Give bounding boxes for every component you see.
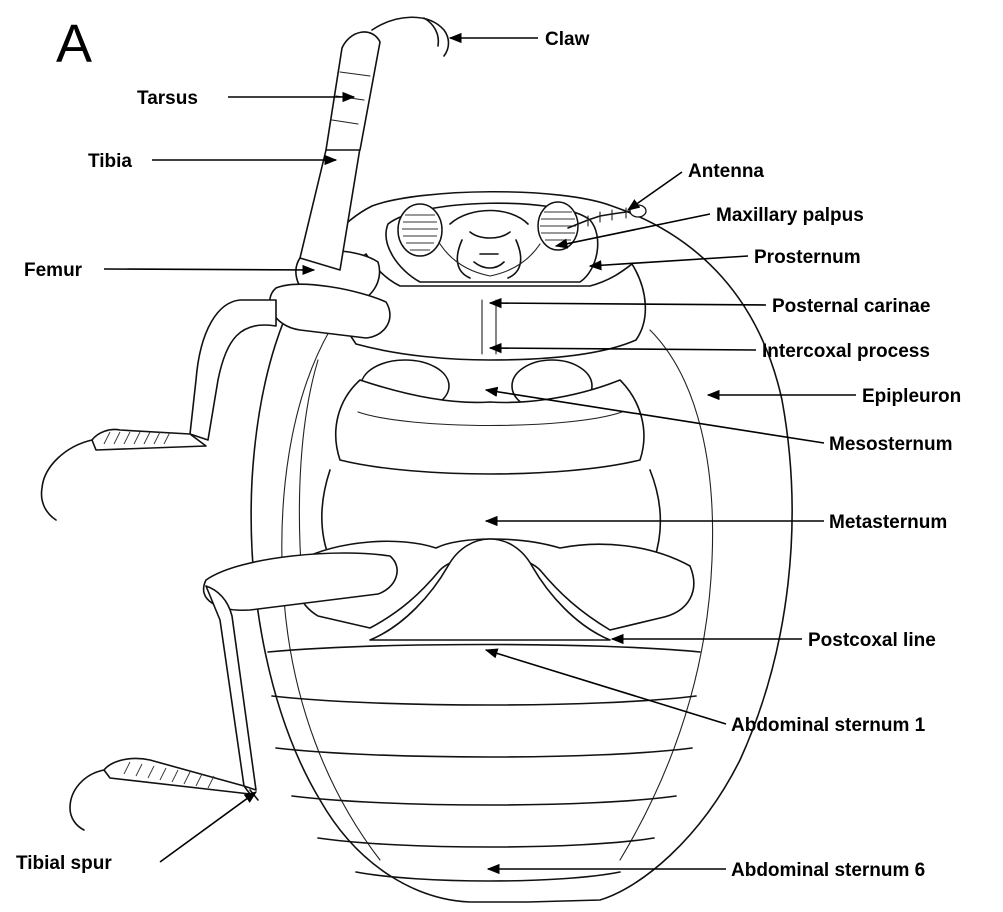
- label-antenna: Antenna: [688, 161, 764, 182]
- label-claw: Claw: [545, 29, 590, 50]
- label-tibia: Tibia: [88, 151, 132, 172]
- beetle-illustration: [42, 17, 793, 902]
- label-tarsus: Tarsus: [137, 88, 198, 109]
- label-abdominal-sternum-1: Abdominal sternum 1: [731, 715, 926, 736]
- label-prosternum: Prosternum: [754, 247, 861, 268]
- label-abdominal-sternum-6: Abdominal sternum 6: [731, 860, 925, 881]
- label-mesosternum: Mesosternum: [829, 434, 953, 455]
- label-posternal-carinae: Posternal carinae: [772, 296, 930, 317]
- label-maxillary-palpus: Maxillary palpus: [716, 205, 864, 226]
- label-tibial-spur: Tibial spur: [16, 853, 112, 874]
- label-metasternum: Metasternum: [829, 512, 947, 533]
- front-tarsus: [326, 32, 380, 150]
- label-femur: Femur: [24, 260, 83, 281]
- label-epipleuron: Epipleuron: [862, 386, 961, 407]
- label-intercoxal-process: Intercoxal process: [762, 341, 930, 362]
- eye-left: [398, 204, 442, 256]
- panel-letter: A: [56, 14, 92, 74]
- front-claw: [372, 17, 449, 56]
- label-postcoxal-line: Postcoxal line: [808, 630, 936, 651]
